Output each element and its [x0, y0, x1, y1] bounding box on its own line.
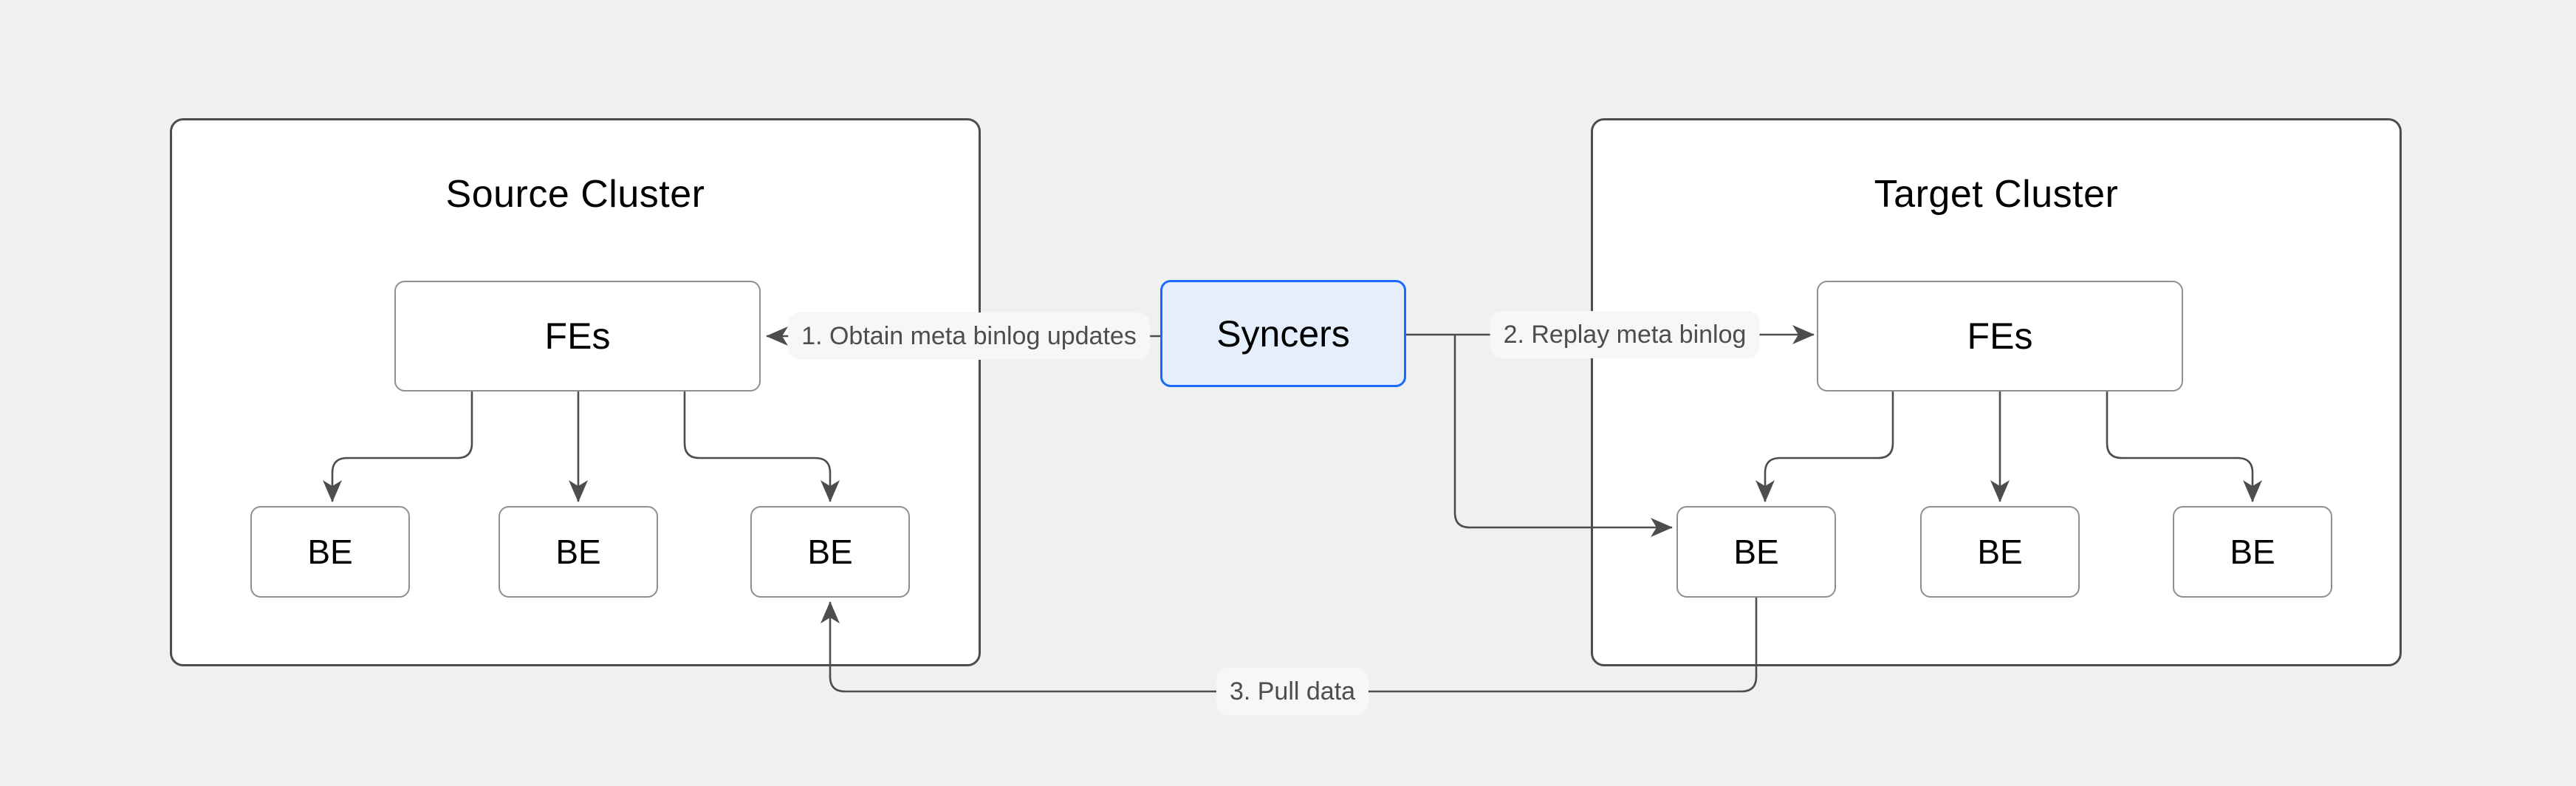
source-be-label-1: BE [307, 533, 353, 571]
source-be-node-1: BE [250, 506, 410, 598]
source-be-node-2: BE [499, 506, 658, 598]
source-be-label-3: BE [807, 533, 853, 571]
edge-label-replay-meta-binlog: 2. Replay meta binlog [1490, 311, 1760, 358]
target-be-label-1: BE [1733, 533, 1779, 571]
edge-label-pull-data: 3. Pull data [1216, 668, 1369, 715]
target-be-node-3: BE [2173, 506, 2332, 598]
source-cluster-title: Source Cluster [445, 173, 705, 216]
target-be-label-2: BE [1977, 533, 2023, 571]
target-be-node-2: BE [1920, 506, 2080, 598]
syncers-node: Syncers [1160, 280, 1406, 387]
source-be-label-2: BE [555, 533, 601, 571]
source-fes-label: FEs [544, 315, 611, 357]
edge-label-obtain-meta-binlog: 1. Obtain meta binlog updates [788, 312, 1150, 360]
target-fes-node: FEs [1817, 281, 2183, 392]
target-be-node-1: BE [1676, 506, 1836, 598]
syncers-label: Syncers [1216, 312, 1350, 355]
target-fes-label: FEs [1967, 315, 2033, 357]
source-fes-node: FEs [394, 281, 761, 392]
target-cluster-title: Target Cluster [1874, 173, 2119, 216]
target-be-label-3: BE [2230, 533, 2275, 571]
source-be-node-3: BE [750, 506, 910, 598]
